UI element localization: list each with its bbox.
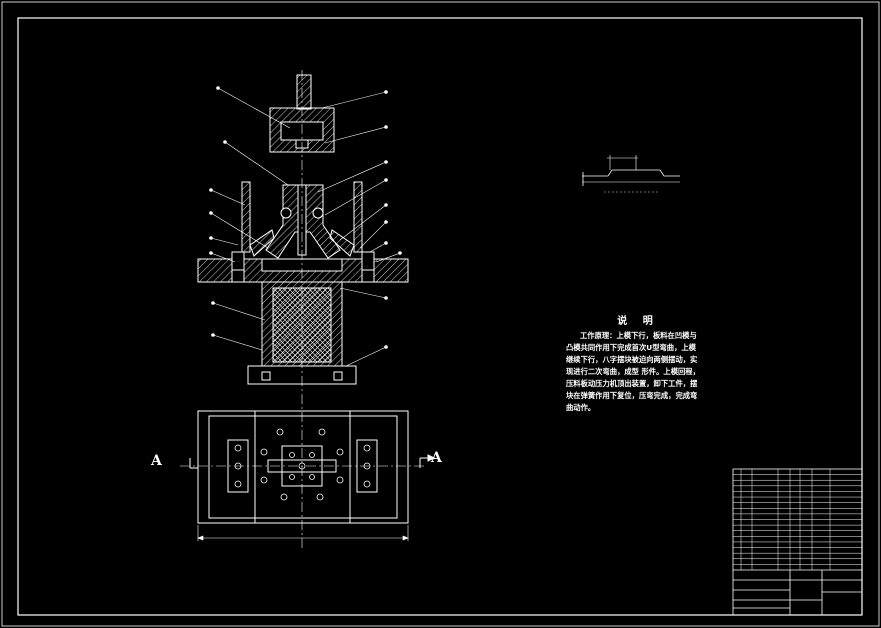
punch-body — [265, 184, 341, 259]
plan-view — [180, 410, 436, 524]
die-plate — [197, 251, 409, 283]
leader-lines — [209, 86, 402, 367]
section-label-left: A — [151, 453, 162, 469]
dimension-line — [197, 525, 409, 541]
guide-posts — [241, 181, 363, 257]
workpiece-sketch — [582, 155, 680, 193]
notes-title: 说 明 — [617, 316, 659, 327]
notes-body: 工作原理：上模下行，板料在凹模与凸模共同作用下完成首次U型弯曲，上模继续下行，八… — [566, 331, 700, 412]
bill-of-materials — [733, 469, 862, 570]
section-label-right: A — [431, 450, 442, 466]
spring-housing — [247, 281, 357, 385]
